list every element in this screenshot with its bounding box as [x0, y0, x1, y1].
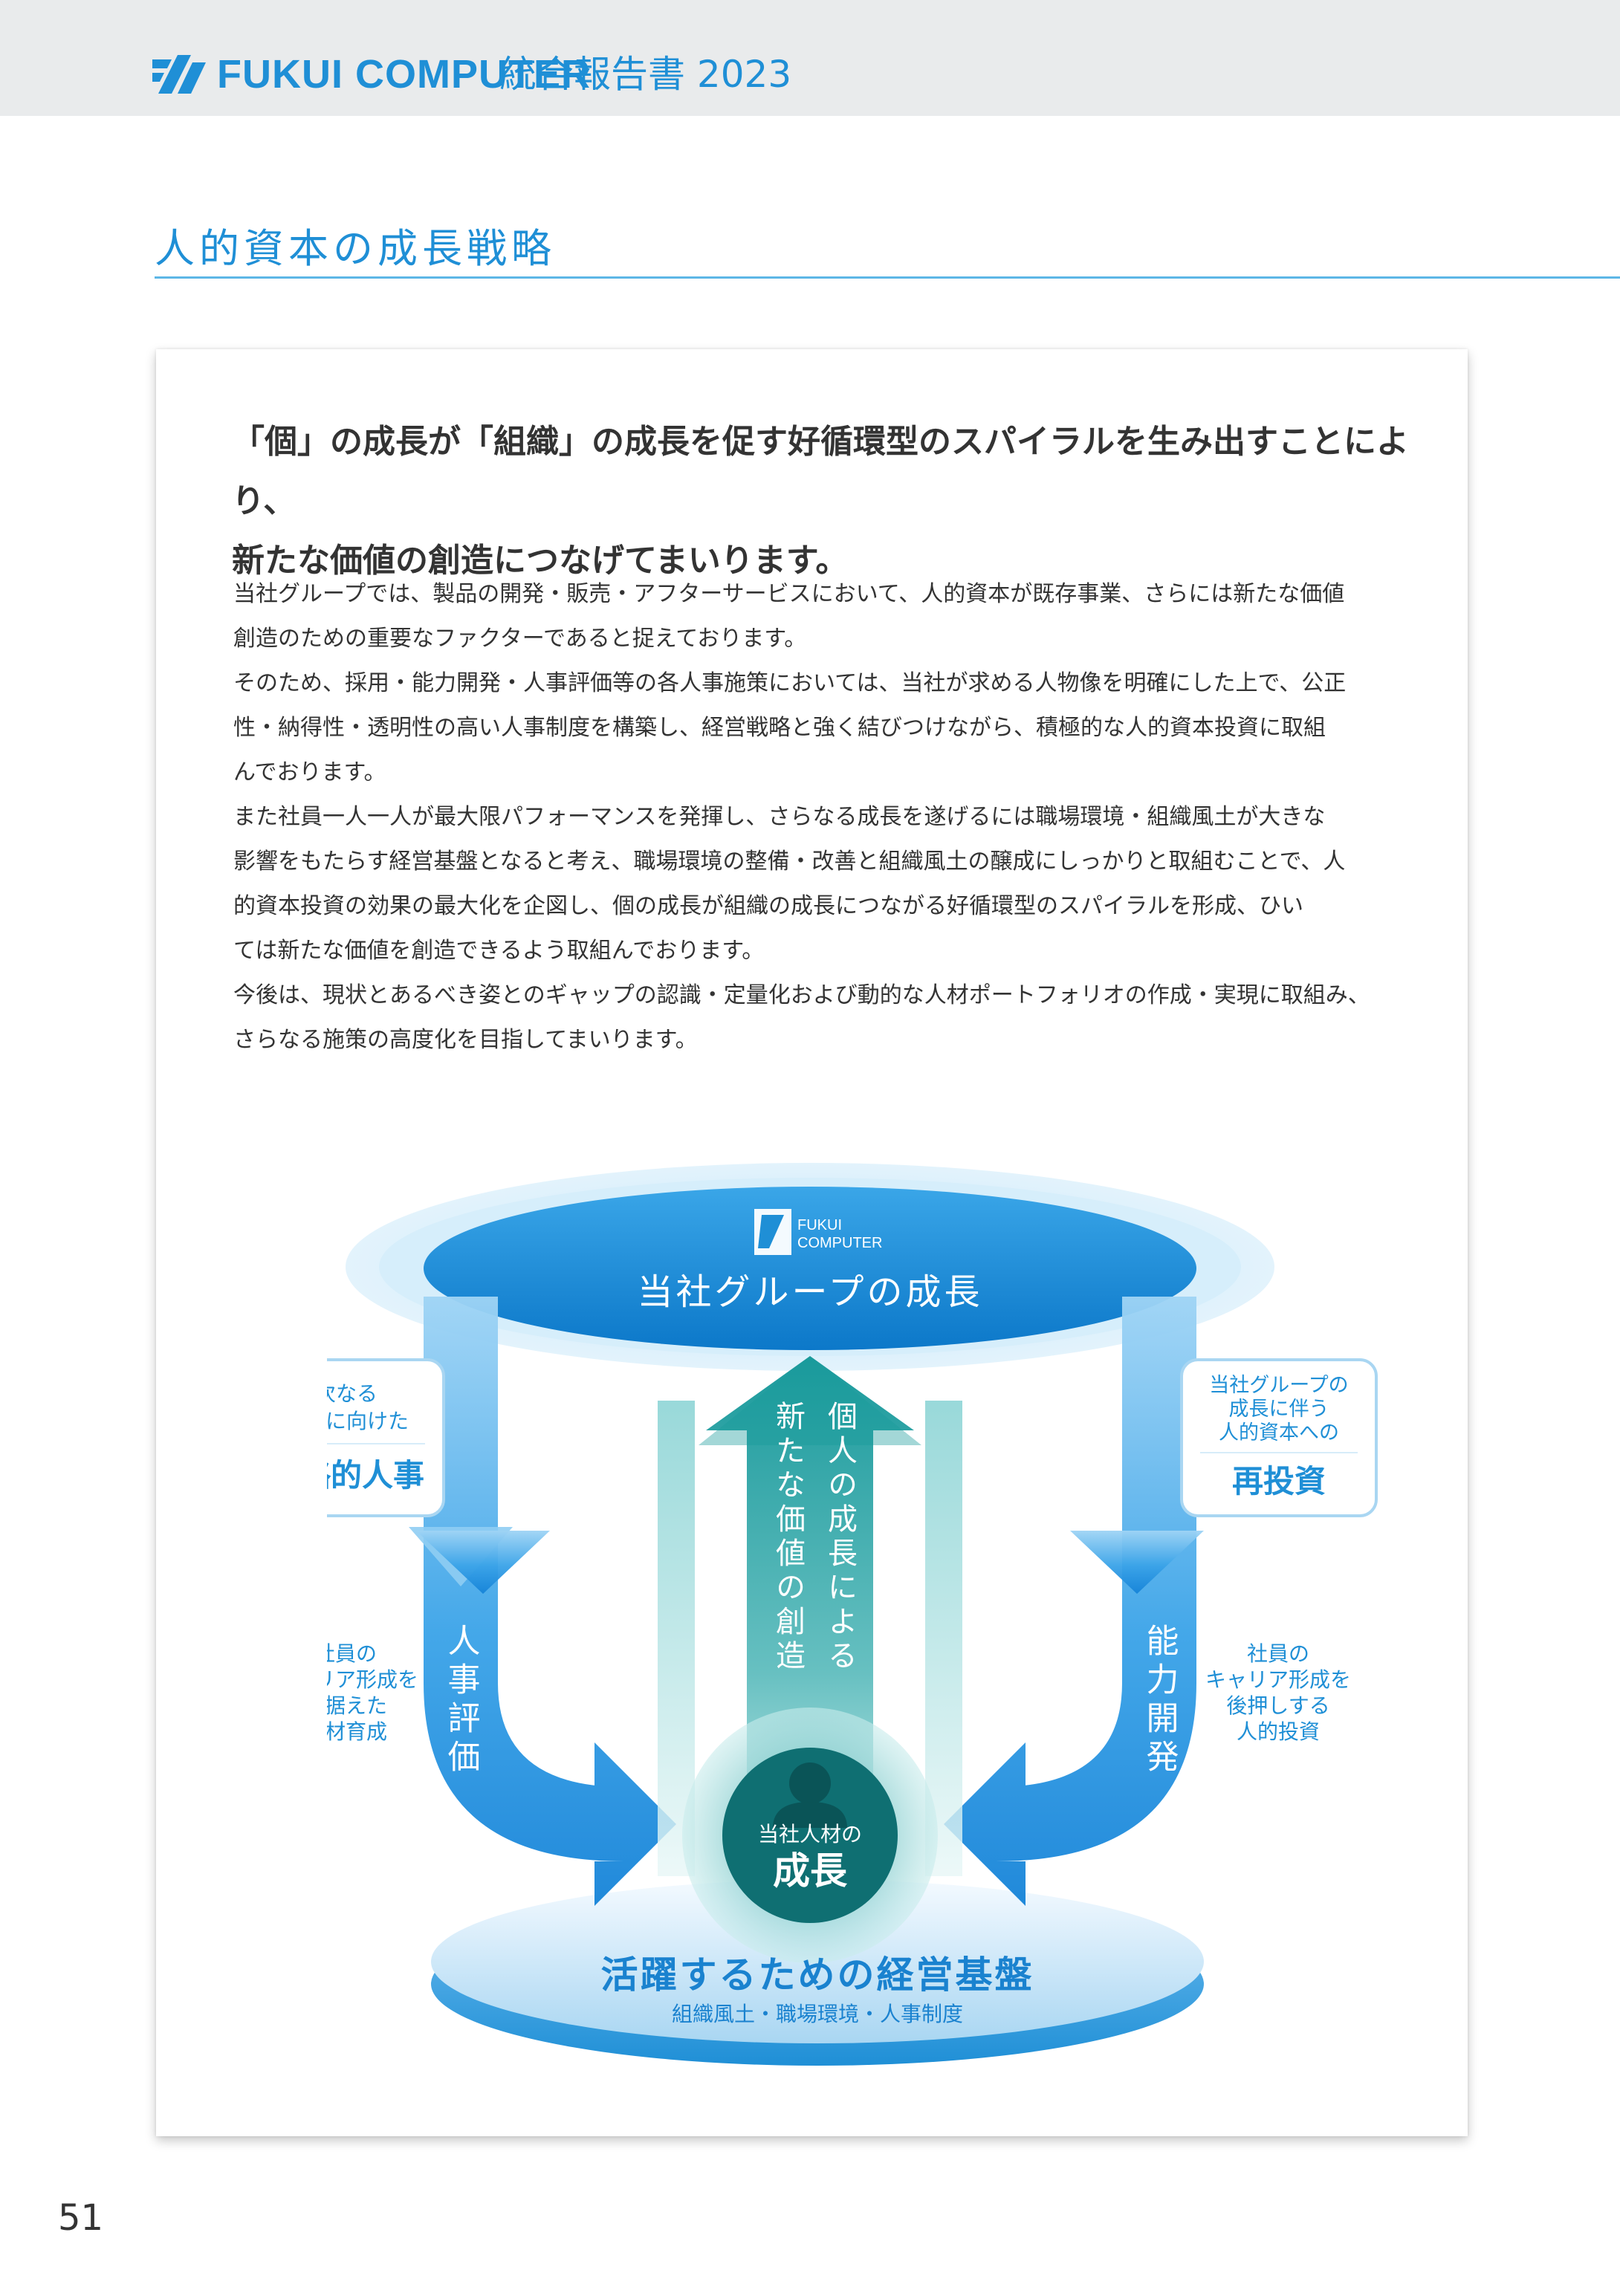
right-box-line3: 人的資本への [1219, 1421, 1339, 1444]
right-arrow-label: 能力開発 [1141, 1624, 1179, 1778]
section-title: 人的資本の成長戦略 [155, 225, 556, 272]
left-arrow-label: 人事評価 [442, 1624, 481, 1778]
body-line: 的資本投資の効果の最大化を企図し、個の成長が組織の成長につながる好循環型のスパイ… [233, 893, 1303, 919]
lead-heading: 「個」の成長が「組織」の成長を促す好循環型のスパイラルを生み出すことにより、 新… [232, 412, 1451, 591]
right-arrow-head-down [1070, 1531, 1204, 1594]
left-note-line: キャリア形成を [327, 1667, 418, 1692]
body-line: んでおります。 [233, 759, 386, 785]
body-text: 当社グループでは、製品の開発・販売・アフターサービスにおいて、人的資本が既存事業… [233, 572, 1422, 1063]
person-body-icon [773, 1802, 847, 1828]
left-arrow [424, 1297, 676, 1906]
body-line: そのため、採用・能力開発・人事評価等の各人事施策においては、当社が求める人物像を… [233, 670, 1347, 696]
left-box-line2: 成長に向けた [327, 1409, 409, 1433]
right-note-line: 社員の [1247, 1641, 1309, 1666]
center-line-2: 新たな価値の創造 [771, 1401, 806, 1674]
right-note-line: キャリア形成を [1205, 1667, 1351, 1692]
body-line: 創造のための重要なファクターであると捉えております。 [233, 626, 807, 652]
body-line: また社員一人一人が最大限パフォーマンスを発揮し、さらなる成長を遂げるには職場環境… [233, 804, 1326, 830]
body-line: 性・納得性・透明性の高い人事制度を構築し、経営戦略と強く結びつけながら、積極的な… [233, 715, 1326, 741]
diagram-logo-text-1: FUKUI [797, 1217, 842, 1233]
center-circle-small: 当社人材の [758, 1822, 862, 1846]
right-box [1180, 1358, 1378, 1517]
left-box-line1: 次なる [327, 1381, 378, 1406]
brand-name: FUKUI COMPUTER [217, 52, 591, 97]
lead-line: 「個」の成長が「組織」の成長を促す好循環型のスパイラルを生み出すことにより、 [232, 423, 1409, 520]
header-bar [0, 0, 1620, 116]
right-box-line1: 当社グループの [1209, 1374, 1348, 1397]
center-circle-big: 成長 [773, 1849, 848, 1893]
right-note-line: 人的投資 [1237, 1719, 1320, 1744]
right-note-line: 後押しする [1226, 1693, 1329, 1718]
right-box-emph: 再投資 [1232, 1463, 1326, 1499]
center-line-1: 個人の成長による [823, 1401, 858, 1674]
page-number: 51 [58, 2197, 104, 2239]
left-note-line: 人材育成 [327, 1719, 387, 1744]
left-note-line: 見据えた [327, 1693, 387, 1718]
left-box-emph: 戦略的人事 [327, 1457, 424, 1494]
body-line: 当社グループでは、製品の開発・販売・アフターサービスにおいて、人的資本が既存事業… [233, 581, 1345, 607]
top-label: 当社グループの成長 [637, 1271, 982, 1313]
diagram-logo-text-2: COMPUTER [797, 1235, 882, 1251]
diagram-logo-icon [754, 1209, 791, 1255]
body-line: 影響をもたらす経営基盤となると考え、職場環境の整備・改善と組織風土の醸成にしっか… [233, 849, 1346, 875]
body-line: 今後は、現状とあるべき姿とのギャップの認識・定量化および動的な人材ポートフォリオ… [233, 982, 1370, 1008]
bottom-label: 活躍するための経営基盤 [601, 1953, 1034, 1997]
bottom-sub: 組織風土・職場環境・人事制度 [672, 2002, 963, 2026]
report-title: 統合報告書 2023 [499, 53, 792, 96]
right-arrow [944, 1297, 1196, 1906]
fukui-computer-logo-icon [152, 55, 206, 94]
top-ellipse [424, 1187, 1196, 1350]
center-circle [722, 1748, 898, 1923]
lead-line: 新たな価値の創造につなげてまいります。 [232, 542, 849, 580]
person-head-icon [789, 1762, 831, 1804]
left-arrow-head-down [416, 1531, 550, 1594]
title-underline [155, 276, 1620, 279]
growth-spiral-diagram: FUKUI COMPUTER 当社グループの成長 個人の成長による 新たな価値の… [327, 1163, 1378, 2066]
left-note-line: 社員の [327, 1641, 377, 1666]
right-box-line2: 成長に伴う [1229, 1398, 1329, 1421]
body-line: ては新たな価値を創造できるよう取組んでおります。 [233, 938, 765, 964]
left-box [327, 1358, 445, 1517]
body-line: さらなる施策の高度化を目指してまいります。 [233, 1027, 698, 1053]
